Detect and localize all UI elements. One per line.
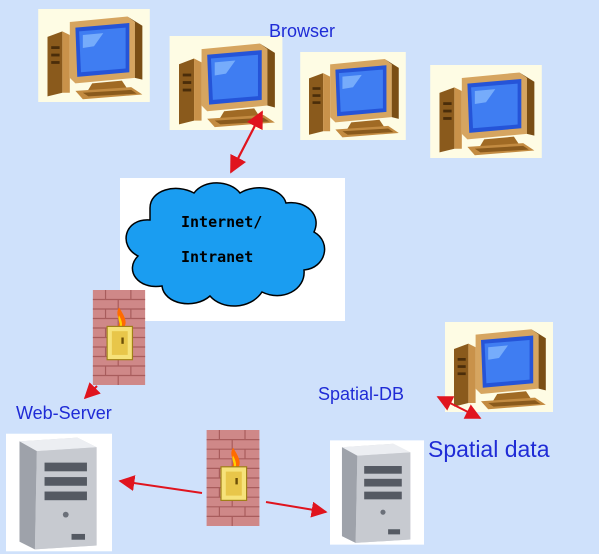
browser-desktop-3-icon bbox=[300, 52, 406, 140]
browser-desktop-4-icon bbox=[430, 65, 542, 158]
firewall-db-server-link-arrow bbox=[265, 501, 328, 518]
cloud-label-line1: Internet/ bbox=[181, 213, 263, 231]
web-server-tower-icon bbox=[6, 433, 112, 552]
spatial-data-label: Spatial data bbox=[428, 436, 550, 462]
firewall-webserver-link-arrow bbox=[118, 475, 203, 494]
browser-desktop-1-icon bbox=[38, 9, 150, 102]
firewall-top-icon bbox=[92, 290, 146, 385]
browser-cloud-arrow bbox=[230, 110, 263, 174]
web-server-label: Web-Server bbox=[16, 403, 112, 423]
spatial-db-desktop-icon bbox=[445, 322, 553, 412]
browser-desktop-2-icon bbox=[169, 36, 283, 130]
spatial-db-server-tower-icon bbox=[330, 440, 424, 545]
cloud-icon bbox=[125, 182, 326, 307]
db-desktop-arrow bbox=[436, 396, 482, 419]
spatial-db-label: Spatial-DB bbox=[318, 384, 405, 404]
cloud-label-line2: Intranet bbox=[181, 248, 254, 266]
firewall-bottom-icon bbox=[205, 430, 261, 526]
firewall-webserver-arrow bbox=[83, 382, 101, 400]
browser-label: Browser bbox=[269, 21, 336, 41]
